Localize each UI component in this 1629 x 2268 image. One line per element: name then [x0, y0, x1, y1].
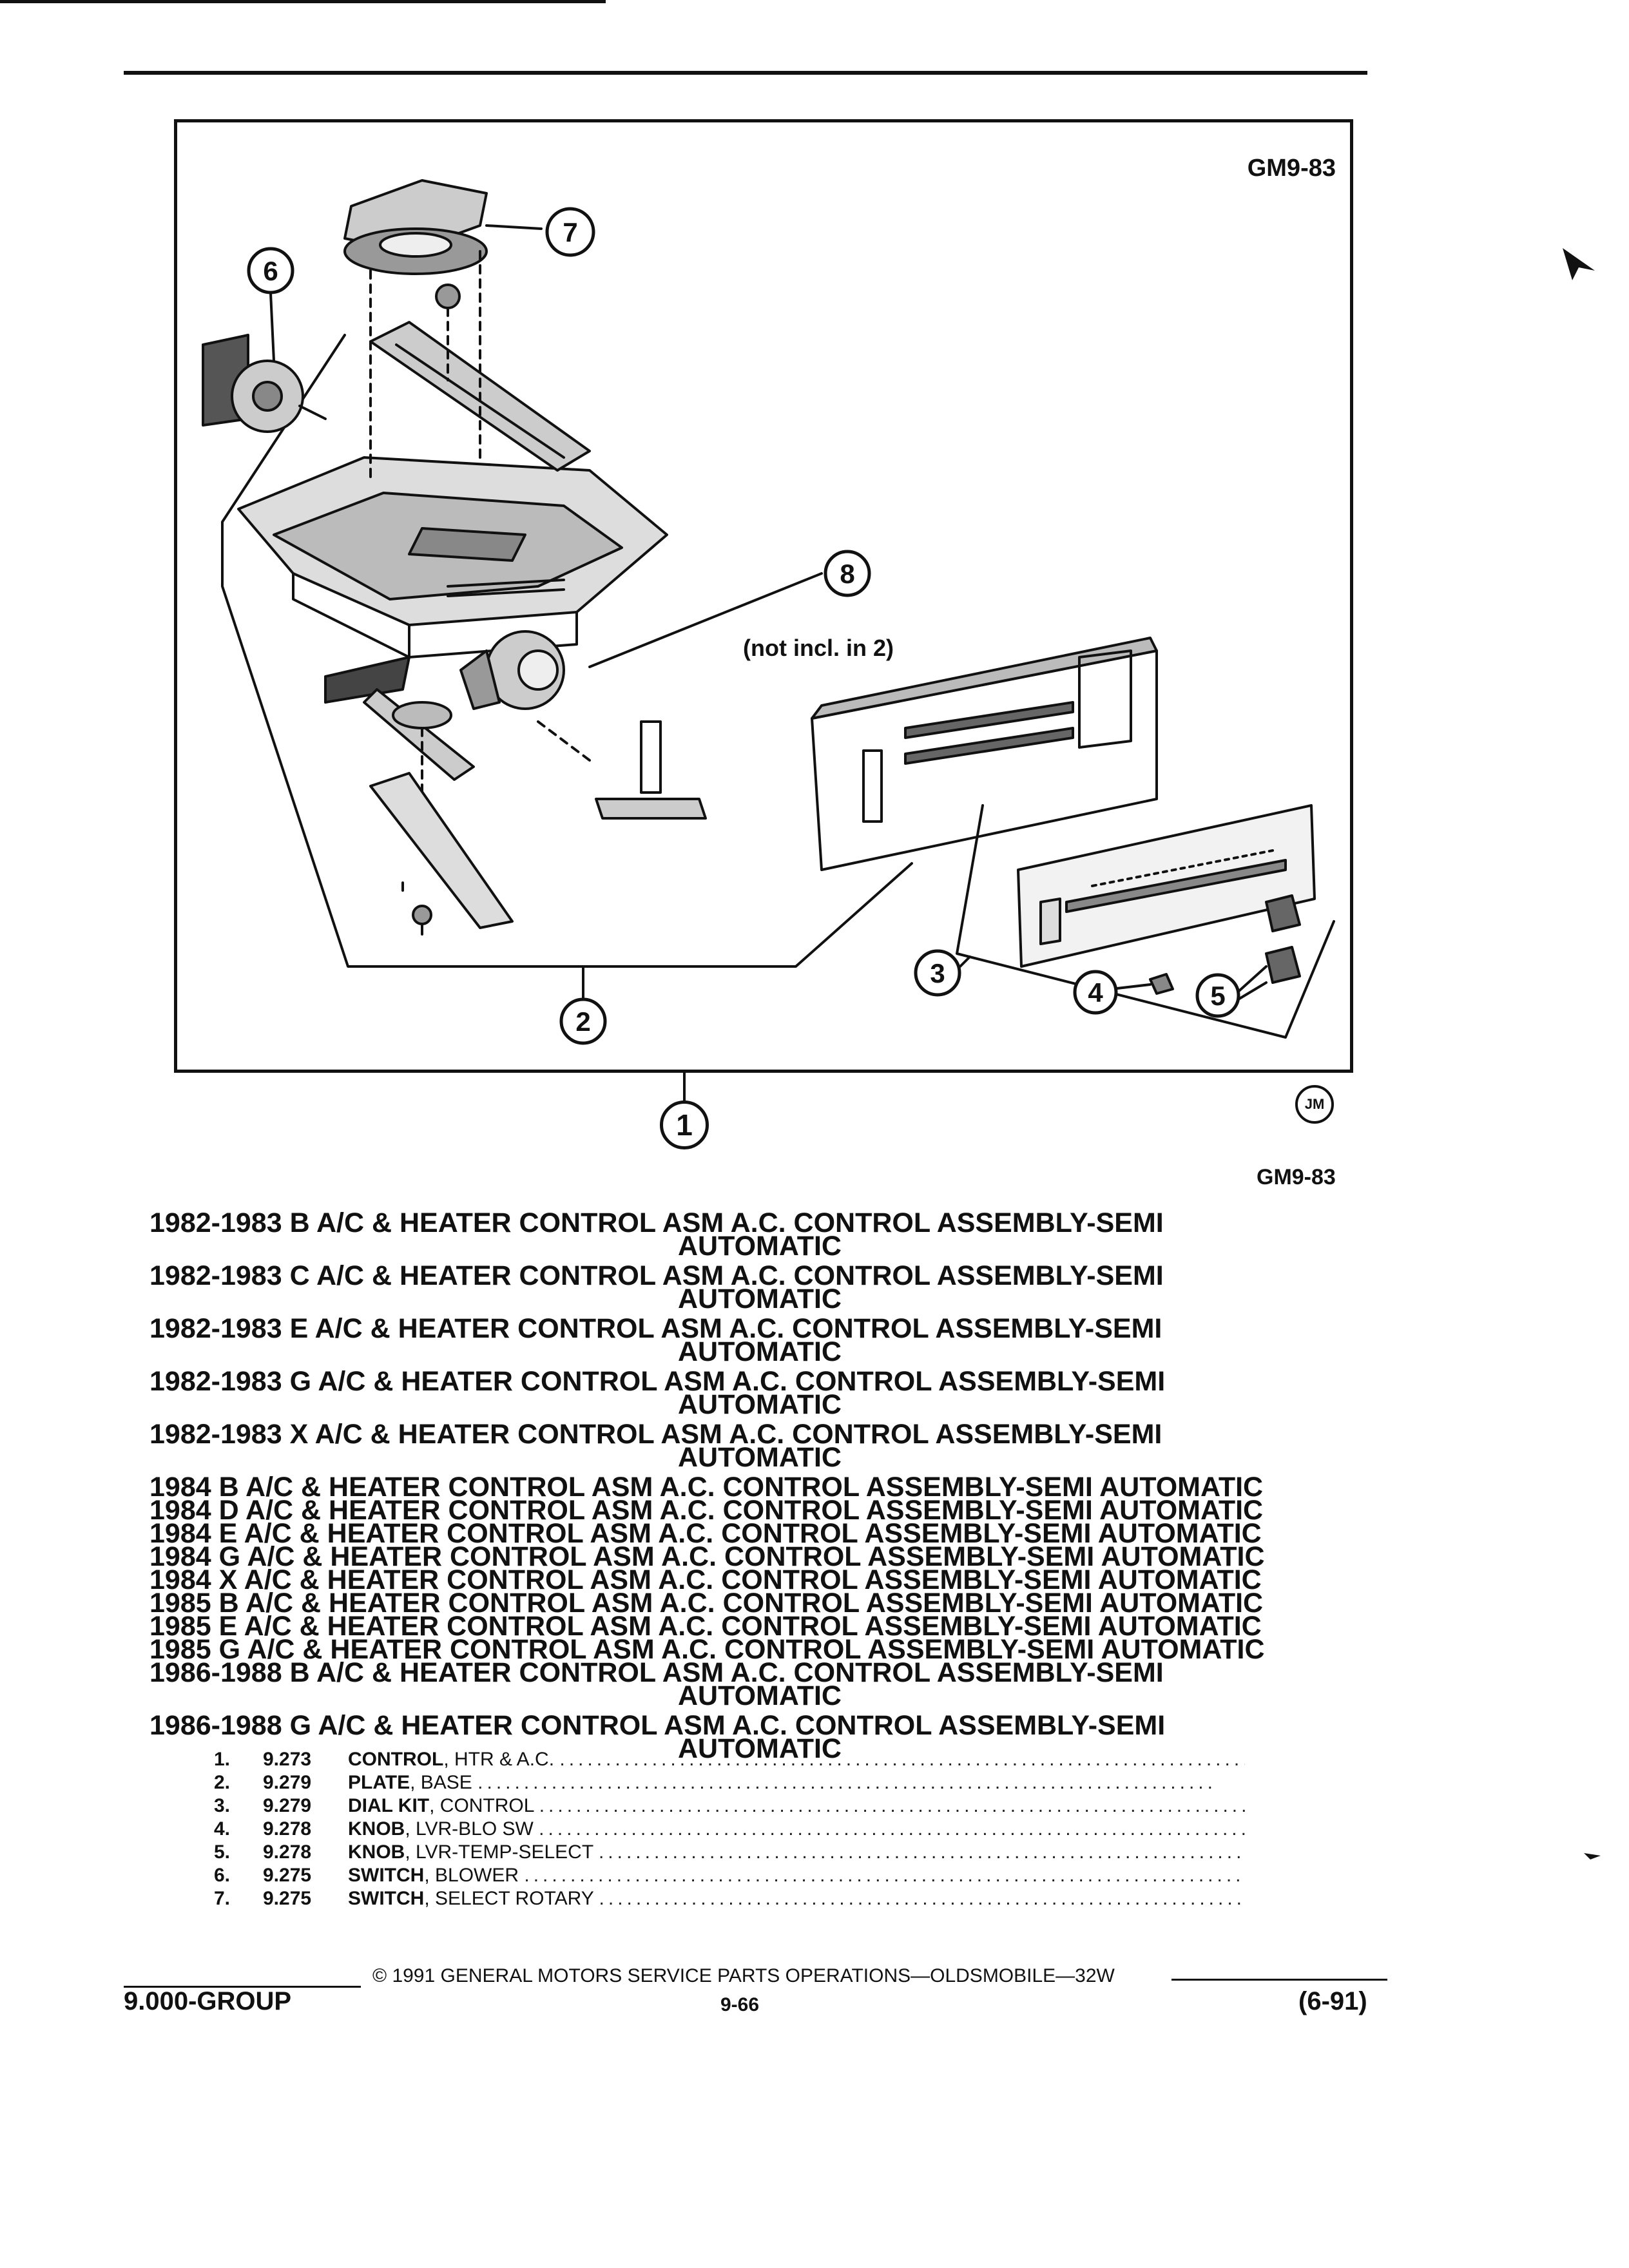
select-rotary-switch	[343, 179, 488, 485]
callout-3: 3	[930, 958, 945, 988]
base-plate-boundary	[221, 334, 913, 968]
leader-6	[269, 292, 275, 362]
dial-kit-boundary	[956, 804, 1335, 1039]
callout-circle-4	[1073, 970, 1118, 1015]
jm-logo-icon: JM	[1295, 1085, 1334, 1124]
small-bracket	[595, 720, 707, 820]
application-item: 1984 B A/C & HEATER CONTROL ASM A.C. CON…	[149, 1472, 1264, 1503]
knob-lever-temp	[1265, 894, 1301, 984]
exploded-diagram: 7 6 8 3 4 5 2	[202, 179, 1335, 1045]
exploded-diagram-frame: 7 6 8 3 4 5 2 GM9-83 (not incl. in 2)	[174, 119, 1353, 1073]
knob-lever-blower	[1149, 973, 1174, 995]
callout-circle-8	[824, 550, 871, 597]
application-item: 1982-1983 G A/C & HEATER CONTROL ASM A.C…	[149, 1366, 1166, 1420]
application-item: 1986-1988 B A/C & HEATER CONTROL ASM A.C…	[149, 1657, 1164, 1711]
callout-circle-2	[559, 997, 607, 1045]
callout-5: 5	[1210, 981, 1225, 1011]
callout-circle-6	[247, 247, 294, 294]
not-included-note: (not incl. in 2)	[743, 635, 894, 661]
leader-3	[959, 956, 971, 968]
figure-code-inset: GM9-83	[1247, 155, 1336, 182]
application-item: 1984 E A/C & HEATER CONTROL ASM A.C. CON…	[149, 1518, 1262, 1549]
scan-speck-icon	[1584, 1853, 1601, 1860]
callout-1-leader	[683, 1073, 686, 1104]
application-item: 1984 X A/C & HEATER CONTROL ASM A.C. CON…	[149, 1564, 1262, 1595]
copyright-notice: © 1991 GENERAL MOTORS SERVICE PARTS OPER…	[372, 1965, 1115, 1986]
rotary-unit	[459, 630, 591, 762]
callout-4: 4	[1088, 977, 1103, 1008]
header-rule	[124, 71, 1367, 75]
application-item: 1982-1983 B A/C & HEATER CONTROL ASM A.C…	[149, 1207, 1164, 1262]
application-item: 1982-1983 X A/C & HEATER CONTROL ASM A.C…	[149, 1419, 1162, 1473]
scan-mark-icon	[1563, 248, 1595, 280]
leader-8	[588, 572, 823, 668]
callout-circle-3	[914, 949, 961, 997]
top-edge-rule	[0, 0, 606, 3]
leader-7	[485, 224, 543, 230]
callout-7: 7	[563, 217, 577, 247]
application-item: 1982-1983 C A/C & HEATER CONTROL ASM A.C…	[149, 1260, 1164, 1314]
revision-date: (6-91)	[1298, 1987, 1367, 2015]
application-item: 1985 G A/C & HEATER CONTROL ASM A.C. CON…	[149, 1634, 1265, 1665]
application-item: 1984 G A/C & HEATER CONTROL ASM A.C. CON…	[149, 1541, 1265, 1572]
callout-6: 6	[263, 256, 278, 286]
application-item: 1982-1983 E A/C & HEATER CONTROL ASM A.C…	[149, 1313, 1162, 1367]
application-item: 1985 E A/C & HEATER CONTROL ASM A.C. CON…	[149, 1611, 1262, 1642]
base-plate	[237, 456, 668, 658]
lower-lever	[324, 656, 514, 936]
control-panel-front	[811, 637, 1158, 871]
leader-4	[1110, 983, 1152, 990]
callout-circle-5	[1195, 973, 1240, 1018]
blower-switch	[202, 334, 327, 433]
footer-rule-left	[124, 1986, 361, 1988]
application-list: 1982-1983 B A/C & HEATER CONTROL ASM A.C…	[149, 1207, 1374, 1767]
dial-kit	[1017, 804, 1316, 968]
callout-8: 8	[840, 559, 854, 589]
application-item: 1986-1988 G A/C & HEATER CONTROL ASM A.C…	[149, 1710, 1166, 1764]
callout-circle-7	[545, 207, 595, 257]
footer-rule-right	[1171, 1979, 1387, 1981]
figure-caption: GM9-83	[1257, 1165, 1336, 1189]
callout-2: 2	[575, 1006, 590, 1037]
application-item: 1984 D A/C & HEATER CONTROL ASM A.C. CON…	[149, 1495, 1264, 1526]
page-number: 9-66	[720, 1994, 760, 2015]
group-label: 9.000-GROUP	[124, 1987, 292, 2015]
application-item: 1985 B A/C & HEATER CONTROL ASM A.C. CON…	[149, 1588, 1264, 1619]
callout-1: 1	[660, 1100, 709, 1149]
